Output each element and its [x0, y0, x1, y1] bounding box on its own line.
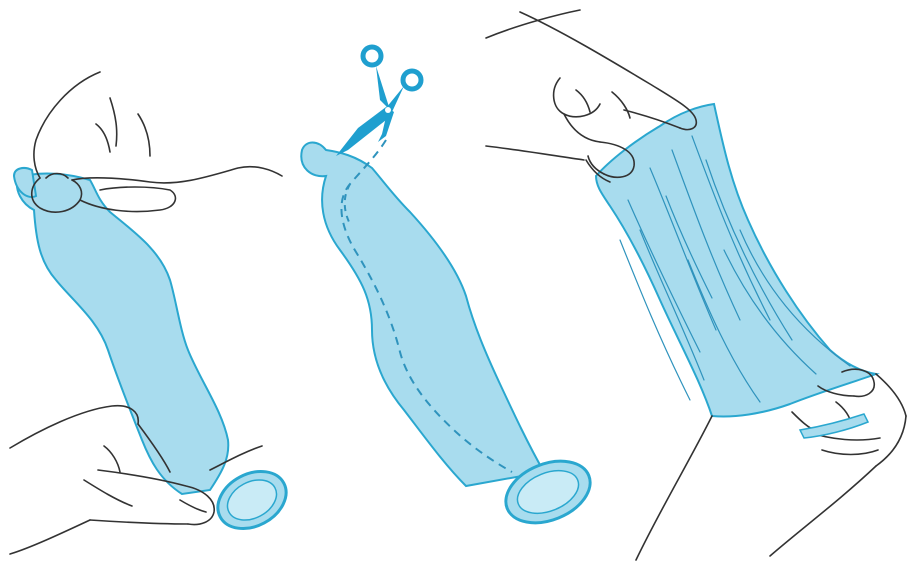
panel-2-cut-sheath — [301, 47, 599, 534]
sheath-body — [301, 143, 544, 487]
sheet-fold-edge — [800, 414, 868, 438]
panel-1-hold-sheath — [10, 72, 296, 554]
sheath-body — [17, 174, 228, 494]
stretched-sheet — [596, 104, 876, 417]
scissors-icon — [336, 47, 421, 156]
sheath-tip — [14, 168, 36, 197]
